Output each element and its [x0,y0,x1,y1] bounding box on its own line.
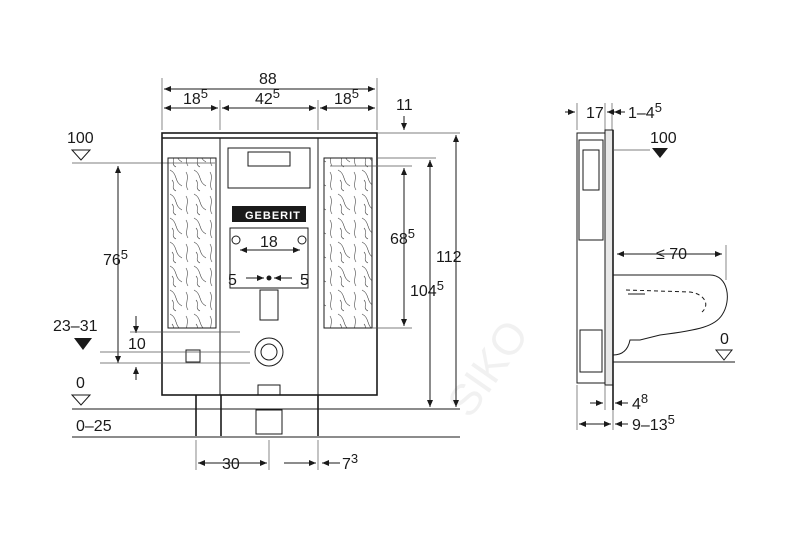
dim-wall-range: 9–13 [632,417,668,434]
dim-center: 42 [255,91,273,108]
dim-right-panel-sup: 5 [352,86,359,101]
dim-wall-gap-sup: 5 [655,100,662,115]
svg-text:185: 185 [334,86,359,108]
svg-text:1–45: 1–45 [628,100,662,122]
dim-height-right-sup: 5 [408,226,415,241]
dim-max-projection: ≤ 70 [656,246,687,263]
dim-small-height: 10 [128,336,146,353]
level-top-right: 100 [650,130,677,147]
dim-wall-range-sup: 5 [668,412,675,427]
level-filled-marker-icon [74,338,92,350]
dim-bottom-offset: 7 [342,456,351,473]
dim-wall-gap: 1–4 [628,105,655,122]
dim-bolt-spacing: 18 [260,234,278,251]
dim-offset-right: 5 [300,272,309,289]
level-marker-icon [70,149,92,161]
svg-text:425: 425 [255,86,280,108]
side-view: 17 1–45 100 ≤ 70 0 48 9–135 [565,100,735,434]
dim-height-frame-sup: 5 [437,278,444,293]
dim-top-offset: 11 [396,97,413,114]
dim-offset-left: 5 [228,272,237,289]
svg-text:185: 185 [183,86,208,108]
svg-text:1045: 1045 [410,278,444,300]
dim-foot-offset-sup: 8 [641,391,648,406]
level-top-left: 100 [67,130,94,147]
dim-left-panel-sup: 5 [201,86,208,101]
floor-range: 0–25 [76,418,112,435]
dim-height-total: 112 [436,249,462,266]
dim-height-left-sup: 5 [121,247,128,262]
dim-height-right: 68 [390,231,408,248]
dim-bottom-offset-sup: 3 [351,451,358,466]
dim-foot-offset: 4 [632,396,641,413]
level-floor-marker-icon [70,394,92,406]
svg-text:48: 48 [632,391,648,413]
svg-text:685: 685 [390,226,415,248]
brand-label: GEBERIT [245,210,301,222]
level-adjust: 23–31 [53,318,98,335]
dim-total-width: 88 [259,71,277,88]
svg-text:73: 73 [342,451,358,473]
level-top-right-marker-icon [652,148,668,158]
dim-height-left: 76 [103,252,121,269]
dim-depth: 17 [586,105,604,122]
svg-text:9–135: 9–135 [632,412,675,434]
level-floor-right-marker-icon [714,349,734,361]
level-floor-right: 0 [720,331,729,348]
dim-bottom-width: 30 [222,456,240,473]
svg-text:765: 765 [103,247,128,269]
dim-right-panel: 18 [334,91,352,108]
front-view: 88 185 425 185 11 100 GEBERIT 18 [53,71,462,473]
level-floor-left: 0 [76,375,85,392]
dim-height-frame: 104 [410,283,437,300]
dim-center-sup: 5 [273,86,280,101]
dim-left-panel: 18 [183,91,201,108]
